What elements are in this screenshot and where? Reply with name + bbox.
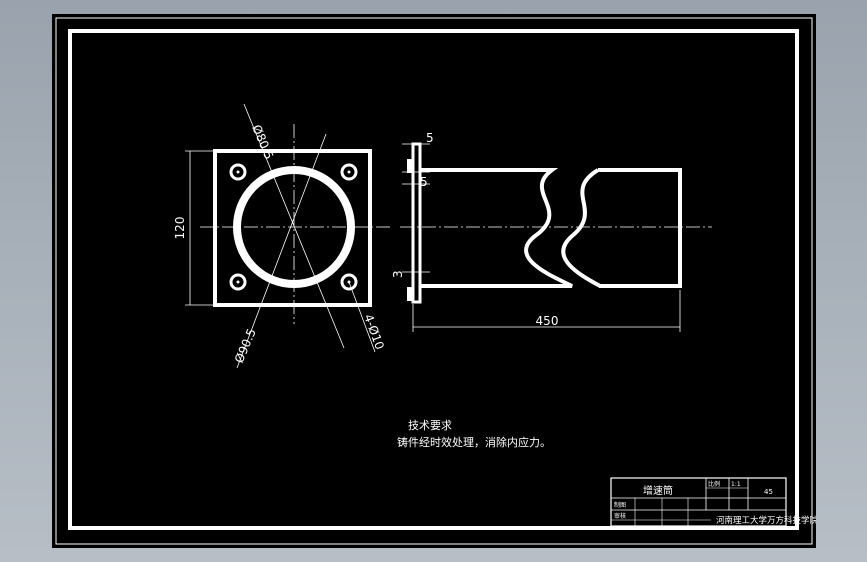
flange-bolt	[407, 159, 413, 173]
notes-text: 铸件经时效处理，消除内应力。	[397, 435, 551, 449]
inner-frame	[68, 29, 799, 530]
drawing-sheet: 120 Ø80.5 Ø90.5 4-Ø10 5 5 3 450 技术要求 铸件经…	[55, 17, 819, 545]
front-view: 120 Ø80.5 Ø90.5 4-Ø10	[173, 103, 390, 369]
scale-label: 比例	[708, 480, 720, 488]
dim-flange-b: 5	[420, 175, 428, 189]
school-name: 河南理工大学万方科技学院	[716, 515, 816, 526]
leader-line	[348, 281, 376, 353]
cad-viewport[interactable]: 120 Ø80.5 Ø90.5 4-Ø10 5 5 3 450 技术要求 铸件经…	[52, 14, 819, 548]
dim-flange-a: 5	[426, 131, 434, 145]
flange-plate	[411, 142, 422, 304]
title-block: 增速筒 比例 1:1 45 制图 审核 河南理工大学万方科技学院	[610, 477, 819, 527]
dim-outer-diameter: Ø80.5	[249, 123, 276, 162]
dim-inner-diameter: Ø90.5	[232, 326, 259, 365]
tube-right	[561, 168, 682, 288]
checked-label: 审核	[614, 512, 626, 520]
flange-bolt	[407, 287, 413, 301]
material: 45	[764, 488, 773, 496]
dim-holes: 4-Ø10	[361, 312, 387, 351]
dim-height: 120	[173, 217, 187, 240]
leader-line	[243, 103, 345, 349]
leader-line	[236, 133, 327, 369]
bolt-hole	[340, 163, 358, 181]
tube-left	[420, 168, 573, 288]
bolt-hole	[229, 273, 247, 291]
outer-border	[55, 17, 813, 545]
dim-flange-c: 3	[391, 270, 405, 278]
part-name: 增速筒	[643, 484, 673, 497]
scale-value: 1:1	[731, 481, 741, 488]
side-view: 5 5 3 450	[391, 131, 712, 332]
flange-square	[213, 149, 372, 307]
notes-title: 技术要求	[408, 419, 452, 432]
drawn-label: 制图	[614, 501, 626, 509]
bolt-hole	[229, 163, 247, 181]
dim-length: 450	[536, 314, 559, 328]
